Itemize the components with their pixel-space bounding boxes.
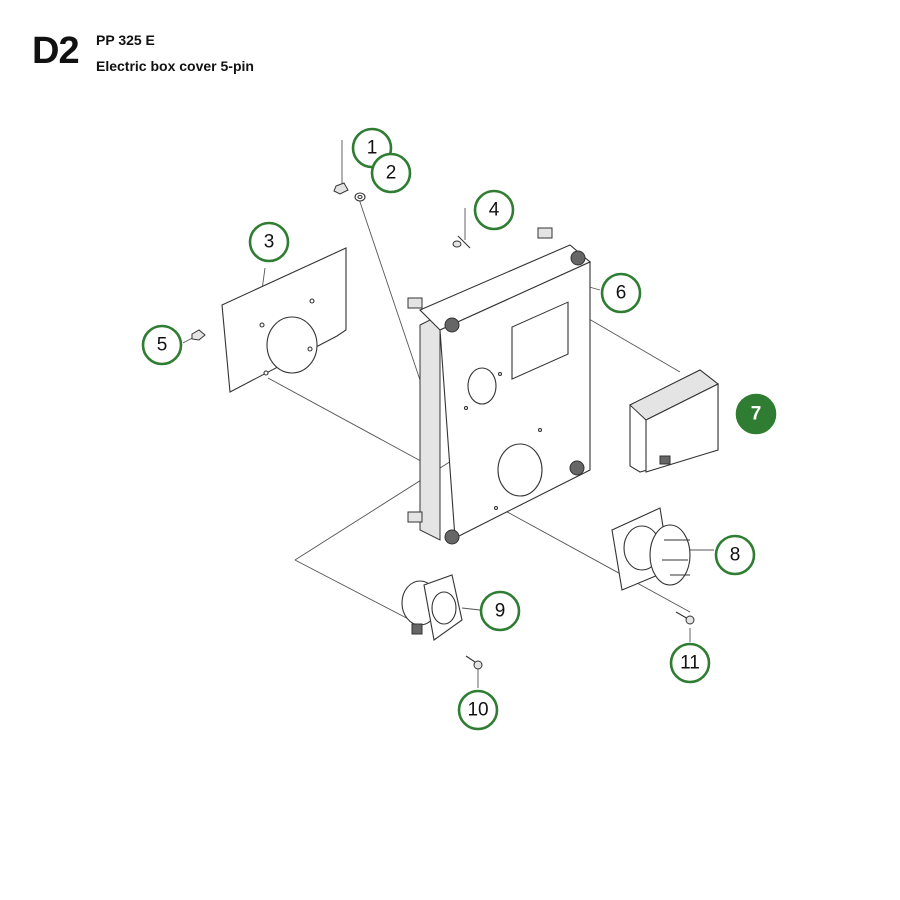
svg-text:4: 4 <box>489 200 500 221</box>
callout-6[interactable]: 6 <box>600 272 642 314</box>
nut-part-1 <box>333 182 349 195</box>
callout-11[interactable]: 11 <box>669 642 711 684</box>
nut-part-5 <box>191 329 206 341</box>
callout-2[interactable]: 2 <box>370 152 412 194</box>
svg-text:6: 6 <box>616 283 627 304</box>
callout-3[interactable]: 3 <box>248 221 290 263</box>
screw-part-10 <box>465 655 483 670</box>
model-name: PP 325 E <box>96 32 155 48</box>
svg-text:2: 2 <box>386 163 397 184</box>
svg-text:7: 7 <box>751 404 762 425</box>
svg-text:8: 8 <box>730 545 741 566</box>
diagram-title: Electric box cover 5-pin <box>96 58 254 74</box>
screw-part-11 <box>675 611 695 625</box>
callout-5[interactable]: 5 <box>141 324 183 366</box>
svg-text:11: 11 <box>680 653 700 674</box>
washer-part-2 <box>354 192 366 202</box>
callout-4[interactable]: 4 <box>473 189 515 231</box>
callout-8[interactable]: 8 <box>714 534 756 576</box>
svg-text:1: 1 <box>367 138 378 159</box>
callout-10[interactable]: 10 <box>457 689 499 731</box>
cover-part-7 <box>629 369 719 473</box>
page-header: D2 PP 325 E Electric box cover 5-pin <box>32 28 432 78</box>
callout-7[interactable]: 7 <box>735 393 777 435</box>
mounting-plate-part-3 <box>221 247 347 393</box>
plug-inlet-part-8 <box>611 507 691 591</box>
svg-text:5: 5 <box>157 335 168 356</box>
socket-part-9 <box>401 574 463 641</box>
svg-text:10: 10 <box>467 700 488 721</box>
electric-box-part-6 <box>407 227 592 545</box>
callout-9[interactable]: 9 <box>479 590 521 632</box>
svg-text:9: 9 <box>495 601 506 622</box>
screw-part-4 <box>452 235 471 249</box>
svg-text:3: 3 <box>264 232 275 253</box>
section-code: D2 <box>32 30 80 72</box>
